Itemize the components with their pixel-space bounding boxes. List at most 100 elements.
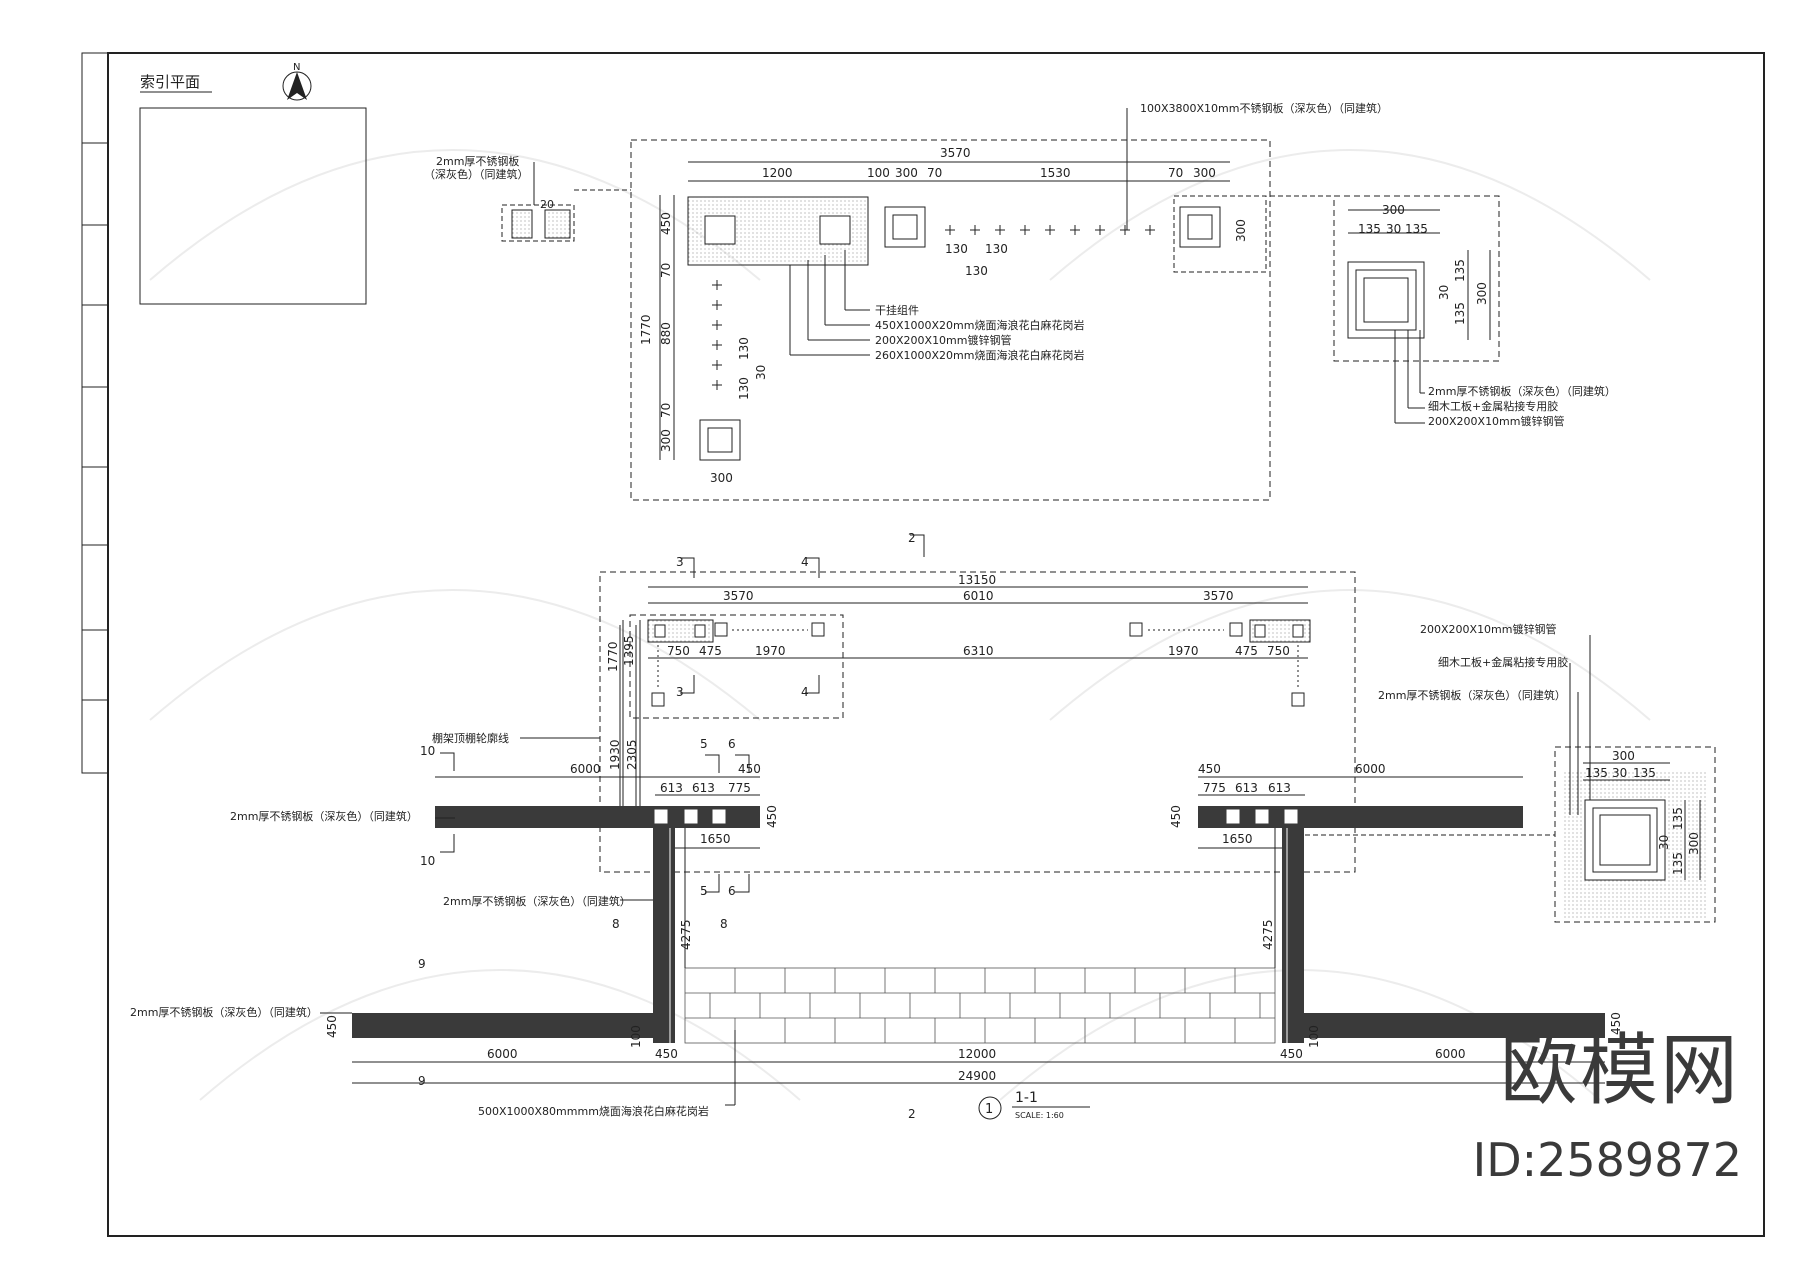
column-right xyxy=(1282,828,1304,1043)
elev-right-450v: 450 xyxy=(1169,805,1183,828)
elev-bottom-450a: 450 xyxy=(655,1047,678,1061)
detail-b xyxy=(1554,746,1716,923)
section-mark-4-bottom: 4 xyxy=(801,685,809,699)
elev-left-613a: 613 xyxy=(660,781,683,795)
detail-a-notes: 2mm厚不锈钢板（深灰色）（同建筑） 细木工板+金属粘接专用胶 200X200X… xyxy=(1428,384,1616,428)
mid-dim-3570b: 3570 xyxy=(1203,589,1234,603)
section-mark-8a: 8 xyxy=(612,917,620,931)
detail-a-dim-300: 300 xyxy=(1382,203,1405,217)
plan-top xyxy=(501,108,1271,501)
detail-b-note-tube: 200X200X10mm镀锌钢管 xyxy=(1420,622,1557,636)
index-plan-frame xyxy=(139,107,367,305)
mid-dim-750a: 750 xyxy=(667,644,690,658)
mid-dim-13150: 13150 xyxy=(958,573,996,587)
elev-h-2305: 2305 xyxy=(625,739,639,770)
column-left xyxy=(653,828,675,1043)
watermark-brand: 欧模网 xyxy=(1499,1026,1740,1116)
plan-top-ties xyxy=(712,225,1155,390)
section-mark-2-bottom: 2 xyxy=(908,1107,916,1121)
callout-dry-hang: 干挂组件 xyxy=(875,303,919,317)
section-mark-5-top: 5 xyxy=(700,737,708,751)
elev-right-6000: 6000 xyxy=(1355,762,1386,776)
dim-top-300a: 300 xyxy=(895,166,918,180)
elevation-title: 1 1-1 SCALE: 1:60 xyxy=(978,1090,1090,1120)
elev-left-775: 775 xyxy=(728,781,751,795)
detail-b-note-board: 细木工板+金属粘接专用胶 xyxy=(1438,655,1568,669)
dim-top-70a: 70 xyxy=(927,166,942,180)
section-mark-3-bottom: 3 xyxy=(676,685,684,699)
elev-left-613b: 613 xyxy=(692,781,715,795)
detail-a-note-tube: 200X200X10mm镀锌钢管 xyxy=(1428,414,1565,428)
detail-b-dim-300v: 300 xyxy=(1687,832,1701,855)
dim-top-1200: 1200 xyxy=(762,166,793,180)
elev-h-450-left: 450 xyxy=(325,1015,339,1038)
plan-mid xyxy=(440,534,1356,893)
dim-small-130a: 130 xyxy=(945,242,968,256)
section-mark-3-top: 3 xyxy=(676,555,684,569)
mid-dim-1395: 1395 xyxy=(622,635,636,666)
section-mark-9-bottom: 9 xyxy=(418,1074,426,1088)
elev-right-613a: 613 xyxy=(1235,781,1258,795)
dim-small-130d: 130 xyxy=(737,337,751,360)
dim-v-70a: 70 xyxy=(659,263,673,278)
title-bubble xyxy=(978,1096,1002,1120)
elev-bottom-12000: 12000 xyxy=(958,1047,996,1061)
title-number: 1 xyxy=(985,1102,993,1117)
title-strip-cells xyxy=(82,142,108,701)
detail-b-dim-135b: 135 xyxy=(1633,766,1656,780)
elev-h-450-right: 450 xyxy=(1609,1012,1623,1035)
callout-left-plate-2: （深灰色）（同建筑） xyxy=(424,167,529,181)
dim-top-1530: 1530 xyxy=(1040,166,1071,180)
index-plan-title: 索引平面 xyxy=(140,73,200,91)
elev-left-6000: 6000 xyxy=(570,762,601,776)
detail-b-dim-30b: 30 xyxy=(1657,835,1671,850)
plan-mid-dims: 13150 3570 6010 3570 750 475 1970 6310 1… xyxy=(606,573,1290,672)
dim-small-130c: 130 xyxy=(965,264,988,278)
detail-b-dim-300: 300 xyxy=(1612,749,1635,763)
dim-top-100: 100 xyxy=(867,166,890,180)
section-mark-2-top: 2 xyxy=(908,531,916,545)
elev-left-1650: 1650 xyxy=(700,832,731,846)
section-mark-10-bottom: 10 xyxy=(420,854,435,868)
dim-top-300b: 300 xyxy=(1193,166,1216,180)
title-scale: SCALE: 1:60 xyxy=(1015,1111,1064,1120)
section-mark-6-bottom: 6 xyxy=(728,884,736,898)
plan-top-dims: 3570 1200 100 300 70 1530 70 300 450 70 … xyxy=(639,146,1248,485)
callout-granite-450: 450X1000X20mm烧面海浪花白麻花岗岩 xyxy=(875,318,1085,332)
elev-h-4275-left: 4275 xyxy=(679,919,693,950)
elev-bottom-24900: 24900 xyxy=(958,1069,996,1083)
top-beam-right xyxy=(1198,806,1523,828)
plan-top-callouts: 100X3800X10mm不锈钢板（深灰色）（同建筑） 干挂组件 450X100… xyxy=(424,101,1388,362)
dim-small-30: 30 xyxy=(754,365,768,380)
detail-a-dim-135b: 135 xyxy=(1405,222,1428,236)
elev-h-100-left: 100 xyxy=(629,1025,643,1048)
detail-a-note-board: 细木工板+金属粘接专用胶 xyxy=(1428,399,1558,413)
note-trellis-outline: 棚架顶棚轮廓线 xyxy=(432,731,509,745)
callout-granite-260: 260X1000X20mm烧面海浪花白麻花岗岩 xyxy=(875,348,1085,362)
mid-dim-1770: 1770 xyxy=(606,641,620,672)
title-name: 1-1 xyxy=(1015,1090,1038,1106)
mid-dim-475a: 475 xyxy=(699,644,722,658)
dim-v-300: 300 xyxy=(659,429,673,452)
dim-top-70b: 70 xyxy=(1168,166,1183,180)
section-mark-10-top: 10 xyxy=(420,744,435,758)
elev-bottom-6000b: 6000 xyxy=(1435,1047,1466,1061)
section-mark-5-bottom: 5 xyxy=(700,884,708,898)
elev-h-100-right: 100 xyxy=(1307,1025,1321,1048)
elevation-dims: 6000 613 613 775 450 1650 450 450 6000 7… xyxy=(325,739,1623,1083)
section-mark-8b: 8 xyxy=(720,917,728,931)
note-base-plate: 2mm厚不锈钢板（深灰色）（同建筑） xyxy=(130,1005,318,1019)
elev-left-450: 450 xyxy=(738,762,761,776)
mid-dim-475b: 475 xyxy=(1235,644,1258,658)
dim-small-300a: 300 xyxy=(1234,219,1248,242)
callout-steel-plate: 100X3800X10mm不锈钢板（深灰色）（同建筑） xyxy=(1140,101,1388,115)
detail-a-dim-135c: 135 xyxy=(1453,259,1467,282)
elev-right-1650: 1650 xyxy=(1222,832,1253,846)
note-beam-plate: 2mm厚不锈钢板（深灰色）（同建筑） xyxy=(230,809,418,823)
dim-v-450: 450 xyxy=(659,212,673,235)
detail-a-note-plate: 2mm厚不锈钢板（深灰色）（同建筑） xyxy=(1428,384,1616,398)
index-plan: 索引平面 N xyxy=(139,62,367,305)
detail-a-dims: 300 135 30 135 135 30 135 300 xyxy=(1358,203,1489,325)
detail-b-dim-135a: 135 xyxy=(1585,766,1608,780)
